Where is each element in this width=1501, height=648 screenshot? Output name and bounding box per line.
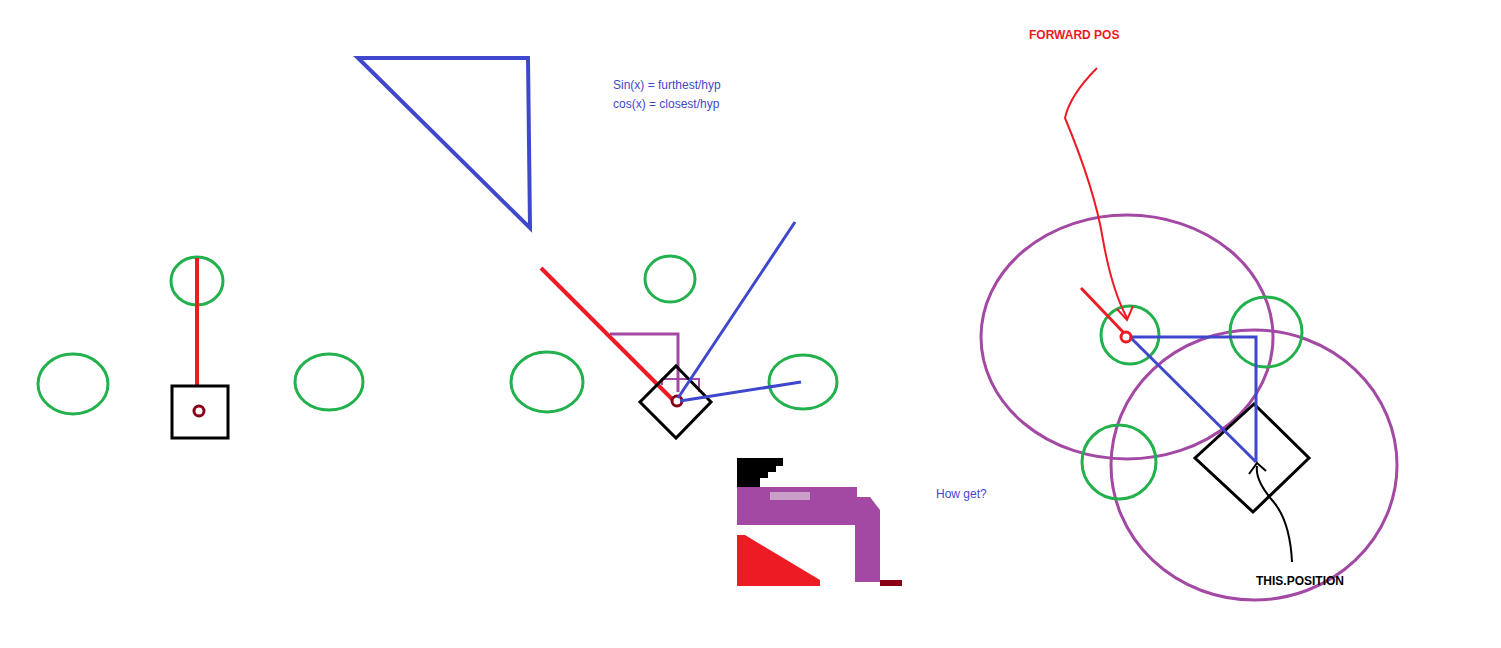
note-label: How get? bbox=[936, 487, 987, 502]
note-label: THIS.POSITION bbox=[1256, 574, 1344, 589]
note-label: FORWARD POS bbox=[1029, 28, 1119, 43]
note-label: cos(x) = closest/hyp bbox=[613, 97, 719, 112]
note-label: Sin(x) = furthest/hyp bbox=[613, 78, 721, 93]
